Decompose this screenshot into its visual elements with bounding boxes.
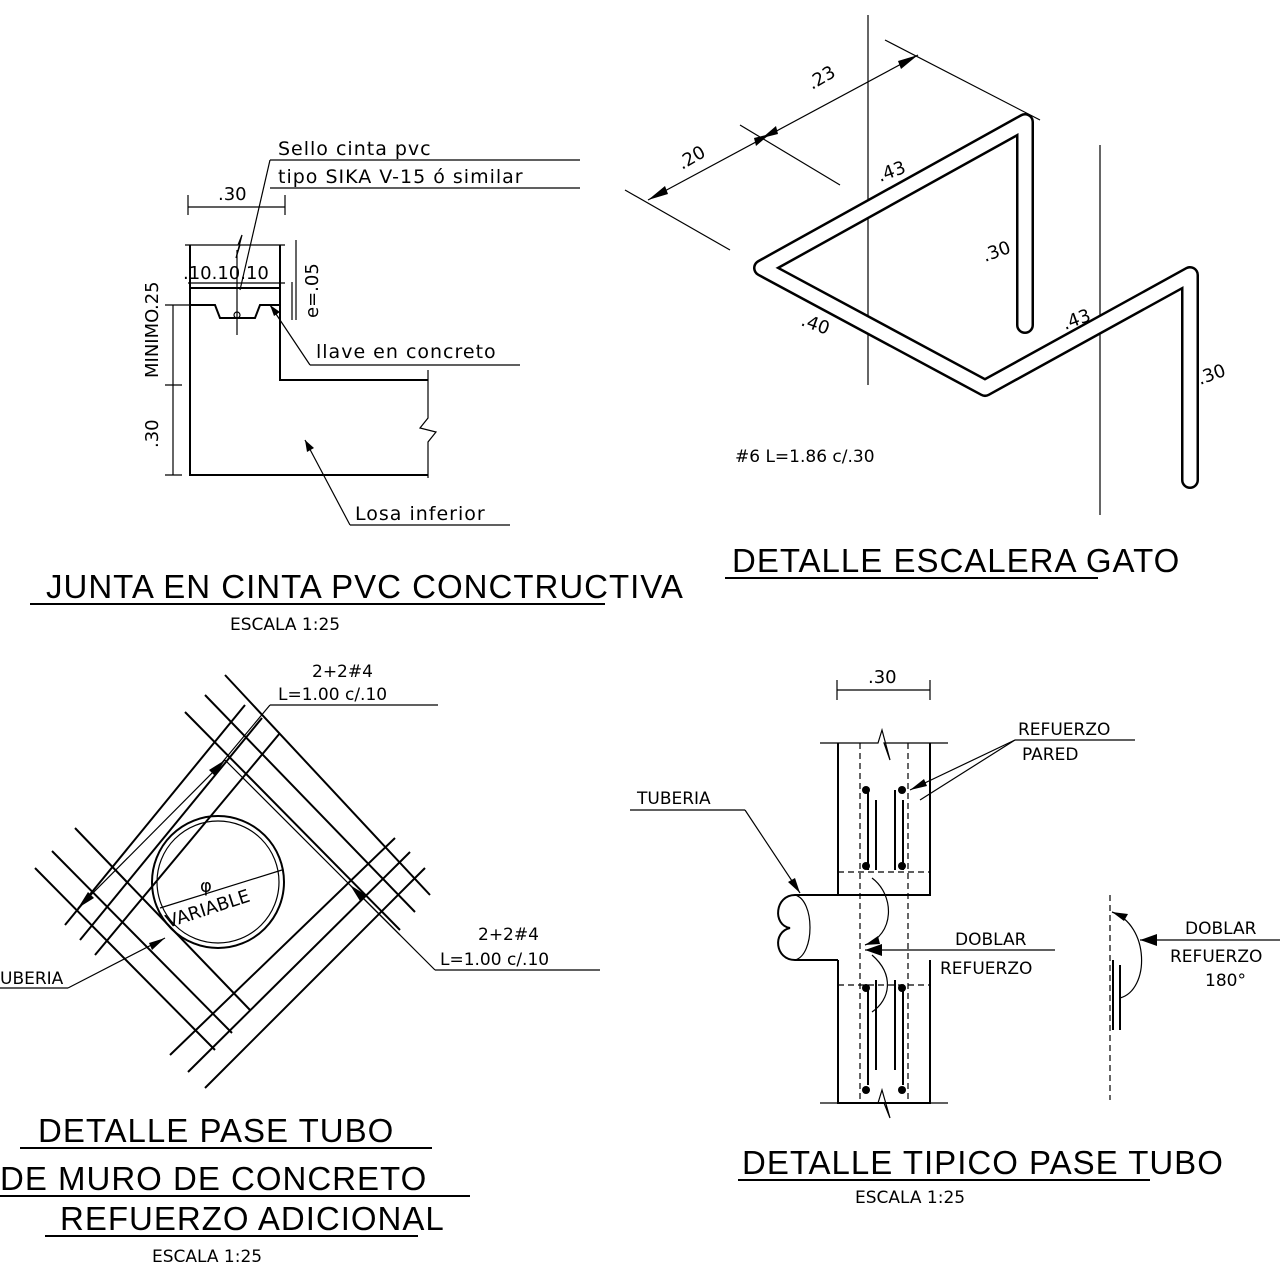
tipico-title: DETALLE TIPICO PASE TUBO (742, 1144, 1224, 1181)
pase-title-1: DETALLE PASE TUBO (38, 1112, 394, 1149)
bar-top-1: 2+2#4 (312, 662, 373, 682)
dim-30: .30 (218, 184, 247, 205)
tipico-scale: ESCALA 1:25 (855, 1188, 965, 1208)
pase-scale: ESCALA 1:25 (152, 1247, 262, 1267)
sello-leader (239, 159, 271, 291)
losa-label: Losa inferior (355, 503, 486, 525)
junta-title: JUNTA EN CINTA PVC CONCTRUCTIVA (46, 568, 684, 605)
dim-23: .23 (804, 62, 839, 95)
pase-title-2: DE MURO DE CONCRETO (0, 1160, 427, 1197)
slab-outline-outer (189, 245, 428, 476)
pipe-circle-outer (151, 815, 285, 949)
pipe-end (777, 894, 796, 961)
dim-line-ladder (647, 54, 919, 201)
tipico-detail: .30 (630, 667, 1280, 1208)
doblar180-3: 180° (1205, 971, 1246, 991)
pvc-bulb (233, 311, 241, 319)
bar-right-1: 2+2#4 (478, 925, 539, 945)
junta-scale: ESCALA 1:25 (230, 615, 340, 635)
dim-e05: e=.05 (302, 263, 323, 318)
phi-symbol: φ (200, 876, 212, 897)
sello-line1: Sello cinta pvc (278, 138, 432, 160)
pase-tubo-detail: φ VARIABLE 2+2#4 L=1.00 c/.10 2+2#4 L=1.… (0, 662, 600, 1267)
slab-outline-inner (279, 245, 428, 381)
llave-label: llave en concreto (316, 341, 497, 363)
dim-30-vertical: .30 (142, 419, 163, 448)
dim-101010: .10.10.10 (183, 263, 269, 284)
dim-30a: .30 (980, 237, 1014, 267)
escalera-title: DETALLE ESCALERA GATO (732, 542, 1180, 579)
doblar180-2: REFUERZO (1170, 947, 1262, 967)
junta-detail: .30 .10.10.10 e=.05 .25 MINIMO .30 Sello… (30, 138, 684, 635)
refuerzo-1: REFUERZO (1018, 720, 1110, 740)
pipe-circle-inner (156, 820, 280, 944)
tuberia-label: UBERIA (0, 969, 64, 989)
doblar-2: REFUERZO (940, 959, 1032, 979)
tipico-tuberia: TUBERIA (636, 789, 711, 809)
minimo-label: MINIMO (142, 309, 163, 378)
wall-top (837, 743, 931, 896)
wall-bottom (837, 960, 931, 1104)
top-break (185, 234, 285, 259)
bar-top-2: L=1.00 c/.10 (278, 685, 387, 705)
refuerzo-2: PARED (1022, 745, 1078, 765)
doblar180-1: DOBLAR (1185, 919, 1257, 939)
dim-30b: .30 (1195, 360, 1229, 390)
sello-line2: tipo SIKA V-15 ó similar (278, 166, 524, 188)
key-shape (190, 304, 280, 319)
tipico-dim-30: .30 (868, 667, 897, 688)
dim-40: .40 (798, 310, 832, 340)
losa-leader (304, 439, 351, 526)
dim-25: .25 (142, 281, 163, 310)
pase-title-3: REFUERZO ADICIONAL (60, 1200, 445, 1237)
doblar-1: DOBLAR (955, 930, 1027, 950)
bar-note: #6 L=1.86 c/.30 (735, 447, 875, 467)
bar-right-2: L=1.00 c/.10 (440, 950, 549, 970)
llave-leader (269, 304, 311, 366)
break-line (418, 370, 438, 478)
escalera-detail: .23 .20 .43 .30 .40 .43 .30 #6 L=1.86 c/… (624, 15, 1229, 579)
